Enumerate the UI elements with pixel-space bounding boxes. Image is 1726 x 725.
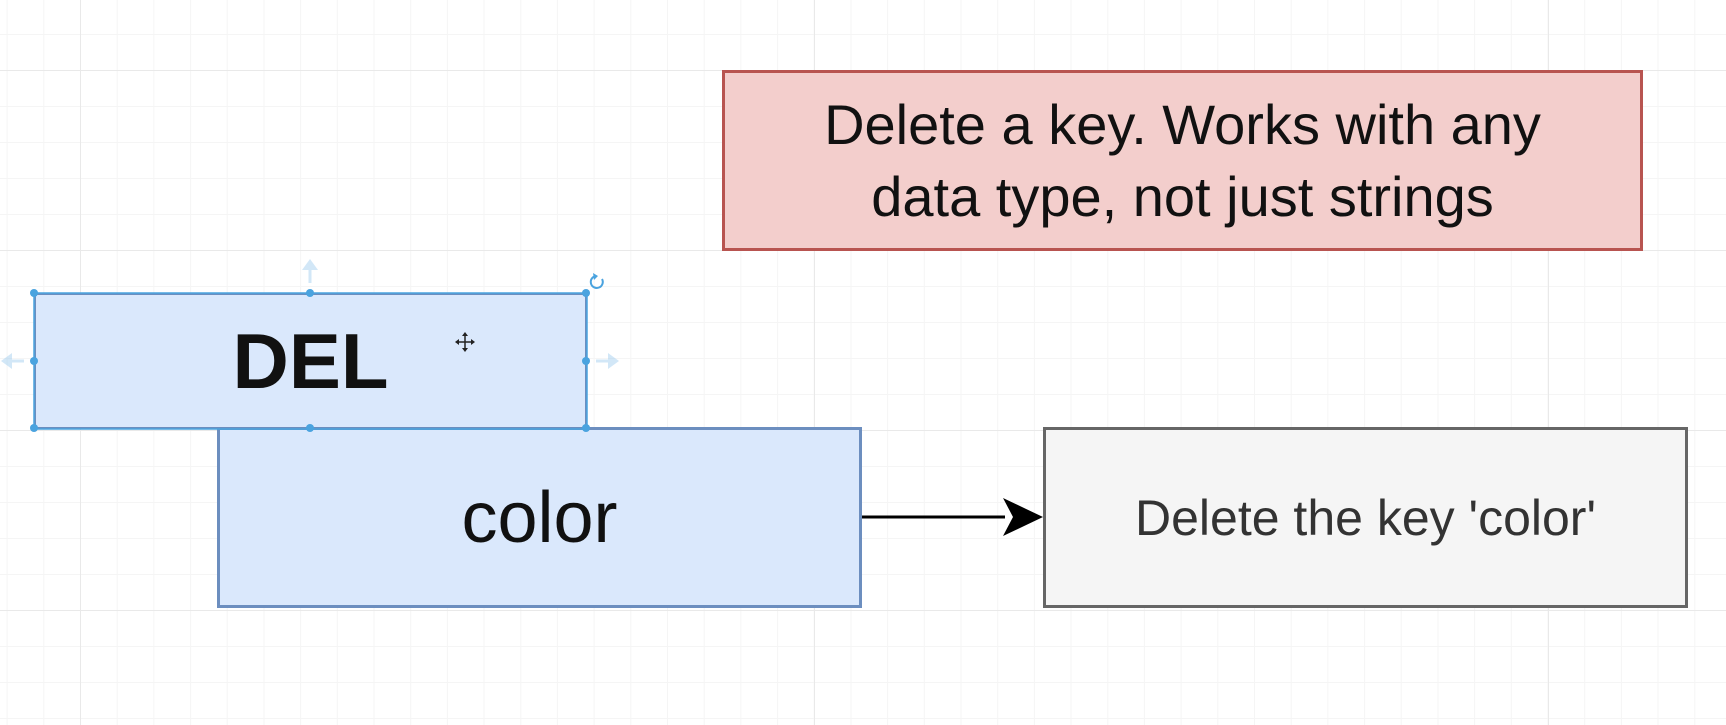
command-box-selected[interactable]: DEL [34,293,587,429]
resize-handle-bottom-left[interactable] [30,424,38,432]
result-text: Delete the key 'color' [1135,489,1596,546]
connect-arrow-hint-right-icon[interactable] [596,353,619,369]
resize-handle-left[interactable] [30,357,38,365]
resize-handle-top-right[interactable] [582,289,590,297]
rotate-handle-icon[interactable] [589,273,604,289]
move-cursor-icon [455,332,475,352]
key-text: color [461,477,618,558]
connect-arrow-hint-left-icon[interactable] [1,353,24,369]
connect-arrow-hint-top-icon[interactable] [302,259,318,283]
resize-handle-right[interactable] [582,357,590,365]
command-text: DEL [232,316,389,405]
note-box[interactable]: Delete a key. Works with any data type, … [722,70,1643,251]
key-box[interactable]: color [217,427,862,608]
resize-handle-bottom[interactable] [306,424,314,432]
resize-handle-bottom-right[interactable] [582,424,590,432]
connector-arrow[interactable] [862,498,1043,536]
resize-handle-top[interactable] [306,289,314,297]
resize-handle-top-left[interactable] [30,289,38,297]
result-box[interactable]: Delete the key 'color' [1043,427,1688,608]
note-text: Delete a key. Works with any data type, … [824,92,1541,228]
